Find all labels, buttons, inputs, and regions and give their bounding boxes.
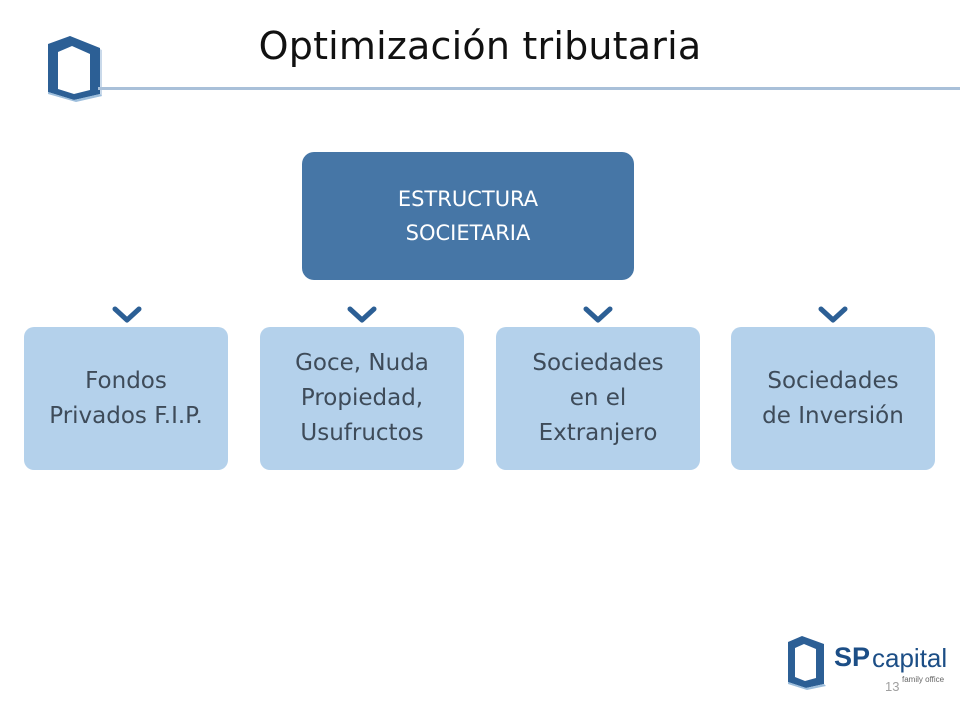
child-node-line: Sociedades [767, 367, 899, 394]
root-node-estructura-societaria: ESTRUCTURA SOCIETARIA [302, 152, 634, 280]
brand-name-sp: SP [834, 642, 871, 672]
child-node-line: Extranjero [538, 420, 658, 446]
title-underline [98, 87, 960, 90]
child-node-line: Fondos [85, 367, 167, 394]
child-node-sociedades-extranjero: Sociedades en el Extranjero [496, 327, 700, 470]
page-number: 13 [885, 679, 900, 694]
child-node-line: de Inversión [762, 402, 904, 429]
chevron-down-icon [112, 306, 142, 323]
child-node-sociedades-inversion: Sociedades de Inversión [731, 327, 935, 470]
brand-logo-icon [788, 636, 826, 690]
chevron-down-icon [347, 306, 377, 323]
slide-title: Optimización tributaria [258, 24, 702, 68]
child-node-line: Propiedad, [300, 385, 424, 411]
child-node-line: Sociedades [532, 350, 664, 376]
child-node-line: Goce, Nuda [295, 350, 429, 376]
root-node-line: ESTRUCTURA [397, 187, 539, 211]
chevron-down-icon [818, 306, 848, 323]
child-node-line: Usufructos [300, 420, 424, 446]
chevron-down-icon [583, 306, 613, 323]
brand-name-capital: capital [872, 643, 948, 673]
company-logo-icon [48, 36, 102, 102]
child-node-goce-nuda-propiedad: Goce, Nuda Propiedad, Usufructos [260, 327, 464, 470]
brand-tagline: family office [902, 675, 945, 684]
root-node-line: SOCIETARIA [405, 221, 531, 245]
child-node-line: Privados F.I.P. [49, 402, 203, 429]
child-node-line: en el [569, 385, 627, 411]
child-node-fondos-privados: Fondos Privados F.I.P. [24, 327, 228, 470]
